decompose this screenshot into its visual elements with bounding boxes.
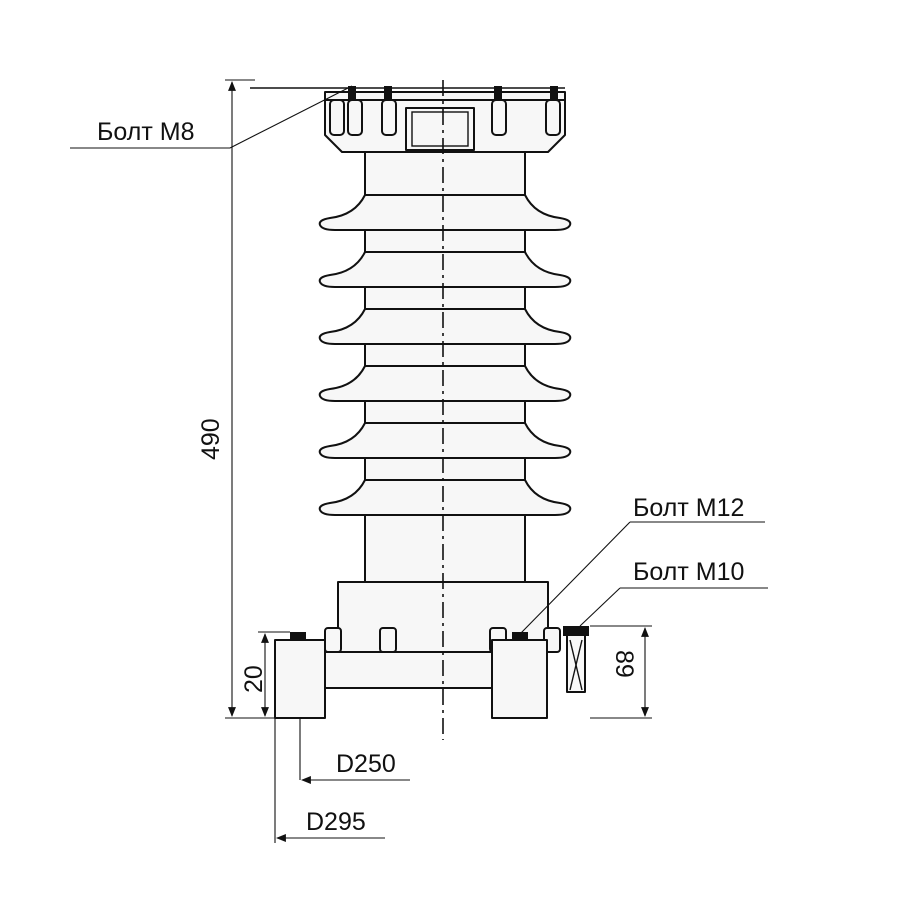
dim-20: [258, 631, 290, 717]
label-20: 20: [240, 665, 268, 693]
dim-490: [225, 79, 275, 719]
dim-89: [590, 625, 652, 719]
shed-5: [318, 422, 572, 459]
top-lugs: [329, 99, 561, 136]
label-bolt-m12: Болт М12: [633, 494, 744, 522]
label-490: 490: [197, 418, 225, 460]
shed-4: [318, 365, 572, 402]
label-bolt-m8: Болт М8: [97, 118, 194, 146]
label-d295: D295: [306, 808, 366, 836]
dim-d295: [274, 718, 385, 843]
insulator-body: [318, 151, 572, 583]
dim-d250: [299, 718, 410, 784]
side-bolt: [563, 626, 589, 693]
shed-2: [318, 251, 572, 288]
label-d250: D250: [336, 750, 396, 778]
shed-3: [318, 308, 572, 345]
shed-1: [318, 194, 572, 231]
right-foot: [491, 639, 548, 719]
label-89: 89: [610, 650, 638, 678]
shed-6: [318, 479, 572, 516]
left-foot: [274, 639, 326, 719]
leader-m12: [519, 521, 765, 635]
top-cap: [250, 86, 566, 153]
leader-m10: [579, 587, 768, 627]
leader-m8: [70, 85, 353, 149]
top-bolts: [348, 86, 558, 100]
label-bolt-m10: Болт М10: [633, 558, 744, 586]
base: [274, 581, 589, 719]
